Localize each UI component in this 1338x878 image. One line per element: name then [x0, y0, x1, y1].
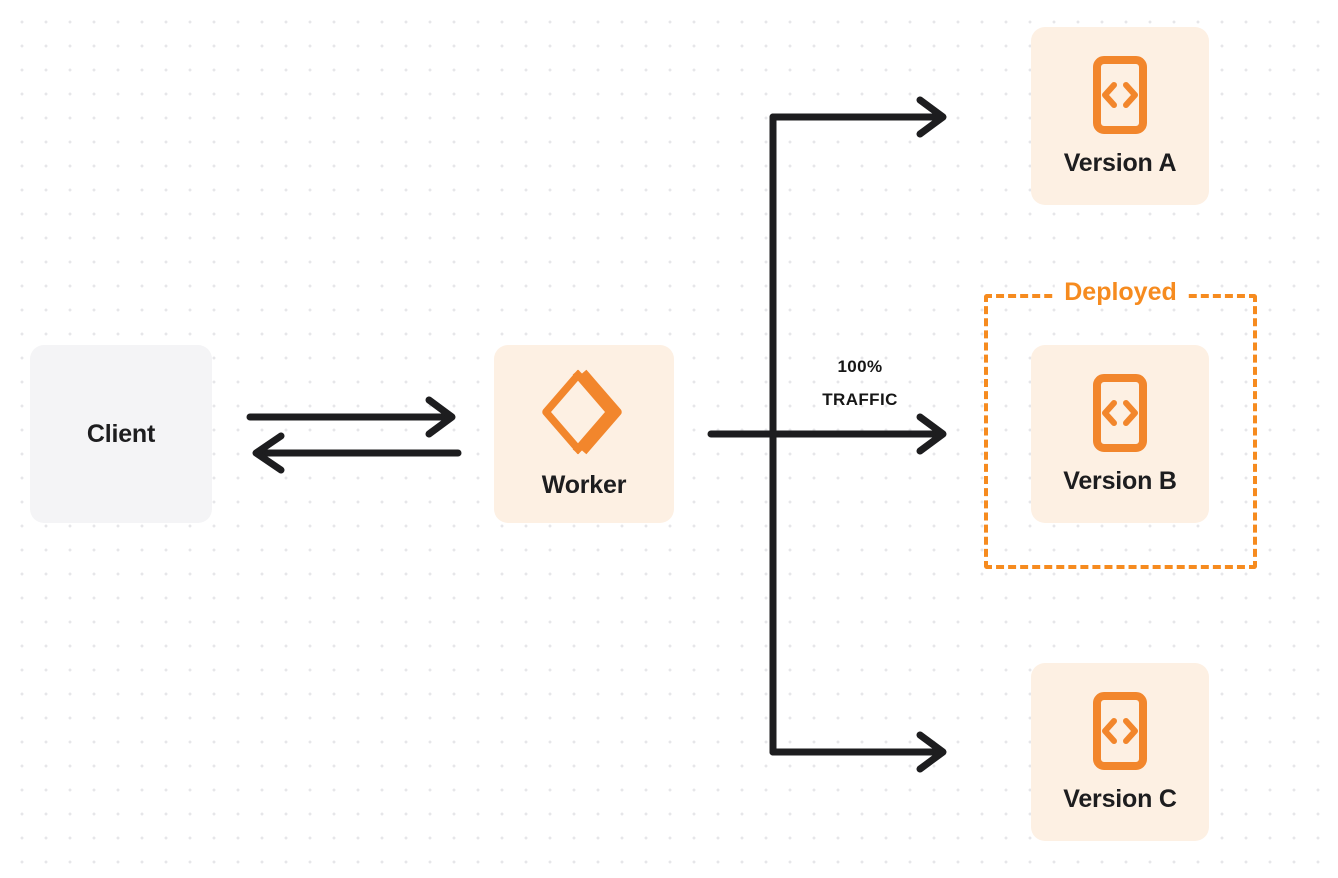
code-brackets-icon [1092, 55, 1148, 135]
node-version-a[interactable]: Version A [1031, 27, 1209, 205]
node-version-c-label: Version C [1063, 784, 1177, 813]
node-worker[interactable]: Worker [494, 345, 674, 523]
deployed-group-label: Deployed [1054, 277, 1187, 307]
deployed-group: Deployed [984, 277, 1257, 569]
node-worker-label: Worker [541, 470, 627, 499]
code-brackets-icon [1092, 373, 1148, 453]
cloudflare-workers-logo-icon [536, 369, 632, 455]
node-client[interactable]: Client [30, 345, 212, 523]
code-brackets-icon [1092, 691, 1148, 771]
node-version-b-label: Version B [1063, 466, 1177, 495]
arrowhead-to-worker [425, 396, 456, 438]
traffic-word: TRAFFIC [822, 390, 898, 409]
traffic-label: 100% TRAFFIC [792, 350, 928, 416]
arrowhead-version-b [916, 413, 947, 455]
arrowhead-version-a [916, 96, 947, 138]
arrowhead-to-client [252, 432, 285, 474]
node-version-b[interactable]: Version B [1031, 345, 1209, 523]
node-version-c[interactable]: Version C [1031, 663, 1209, 841]
arrowhead-version-c [916, 731, 947, 773]
traffic-percent: 100% [837, 357, 883, 376]
node-client-label: Client [86, 419, 156, 448]
node-version-a-label: Version A [1063, 148, 1177, 177]
